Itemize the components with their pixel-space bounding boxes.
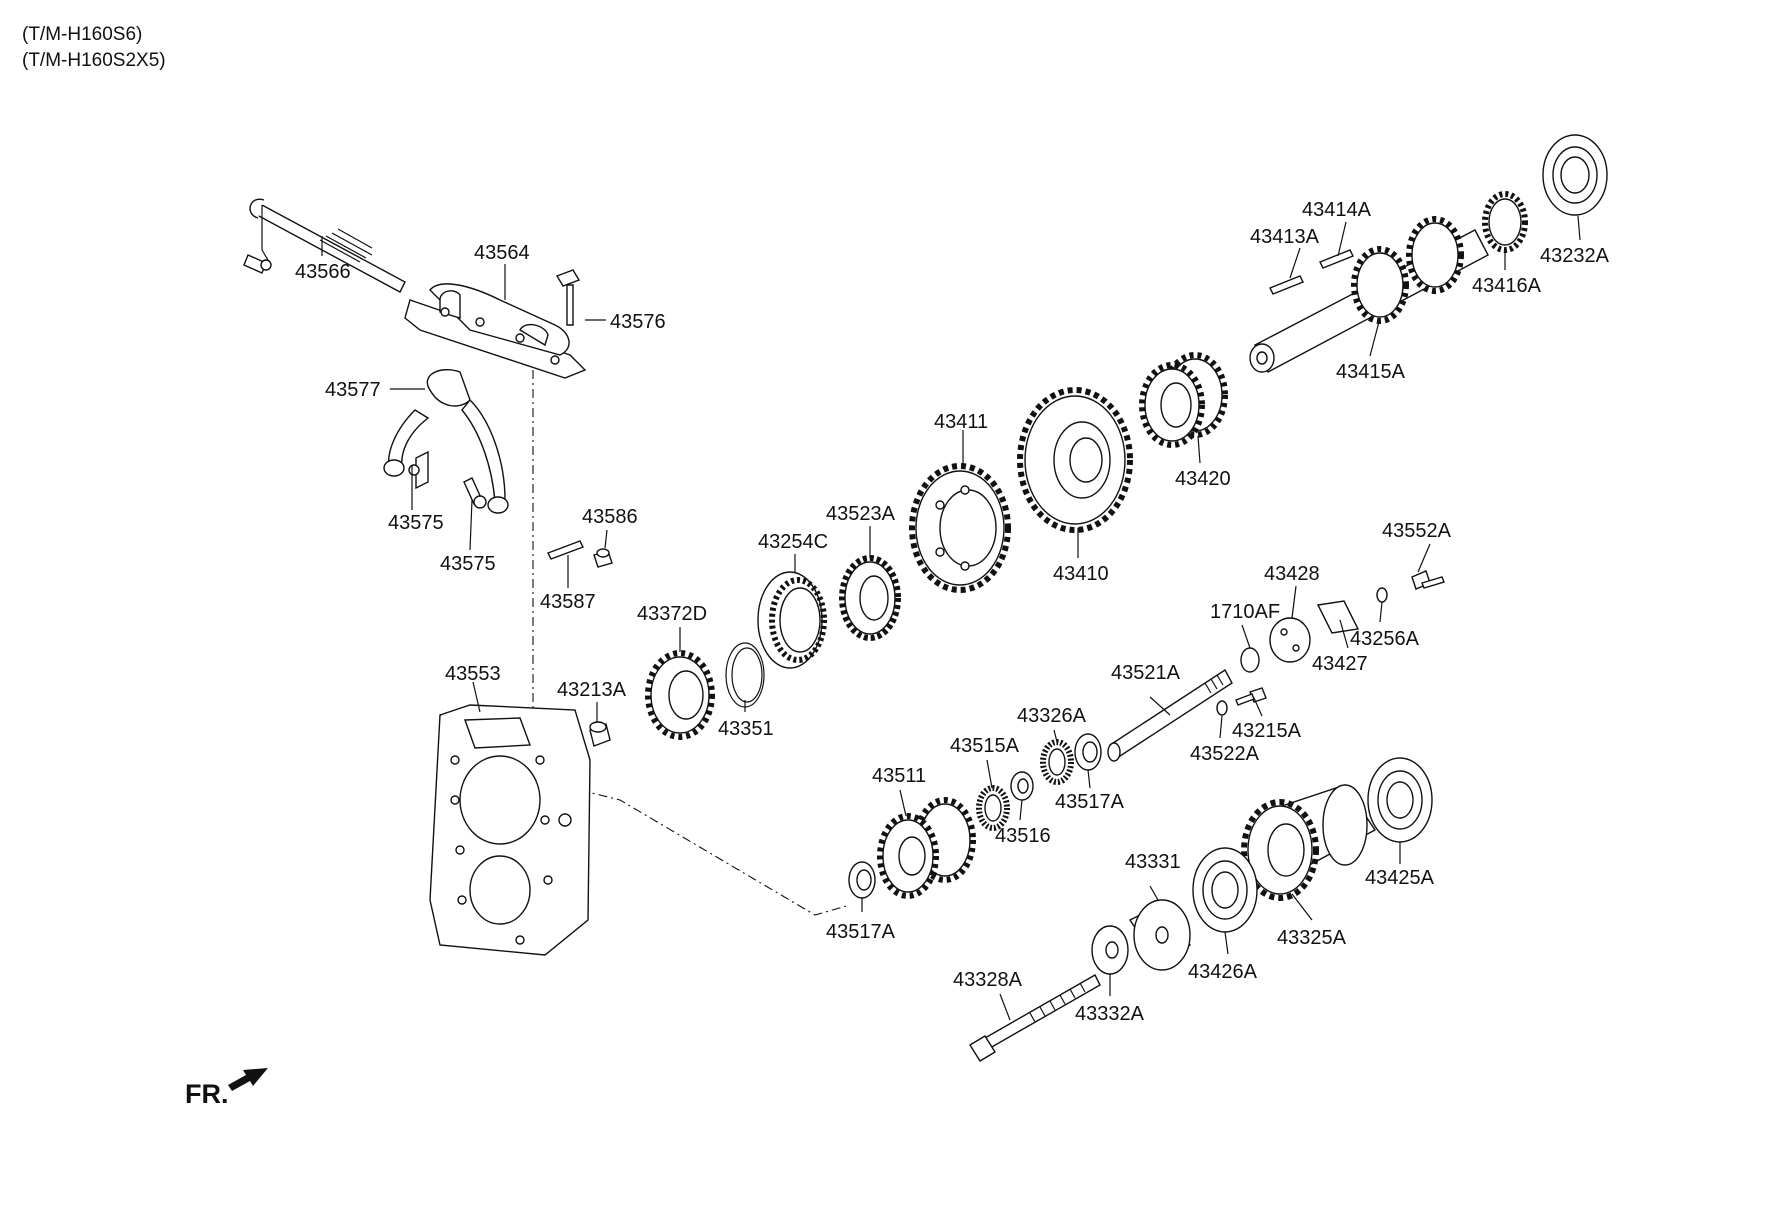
label-43416A[interactable]: 43416A xyxy=(1472,275,1542,297)
plate-43428[interactable] xyxy=(1269,617,1311,663)
label-43411[interactable]: 43411 xyxy=(934,411,988,433)
label-43517A-bottom[interactable]: 43517A xyxy=(826,921,896,943)
label-43576[interactable]: 43576 xyxy=(610,311,666,333)
label-43351[interactable]: 43351 xyxy=(718,718,774,740)
bolt-43576[interactable] xyxy=(555,269,581,326)
label-43420[interactable]: 43420 xyxy=(1175,468,1231,490)
label-43575-a[interactable]: 43575 xyxy=(388,512,444,534)
label-43410[interactable]: 43410 xyxy=(1053,563,1109,585)
plate-43427[interactable] xyxy=(1316,600,1360,634)
bearing-43232A[interactable] xyxy=(1542,134,1608,216)
label-43215A[interactable]: 43215A xyxy=(1232,720,1302,742)
label-43517A-top[interactable]: 43517A xyxy=(1055,791,1125,813)
idler-gear-43511[interactable] xyxy=(877,797,976,899)
label-43577[interactable]: 43577 xyxy=(325,379,381,401)
cover-43564[interactable] xyxy=(404,283,587,379)
key-43413A[interactable] xyxy=(1269,275,1304,295)
label-43426A[interactable]: 43426A xyxy=(1188,961,1258,983)
shift-fork-43577[interactable] xyxy=(383,369,509,514)
arrow-front-icon xyxy=(228,1068,268,1091)
needle-bearing-43326A[interactable] xyxy=(1040,739,1074,785)
bolt-43552A[interactable] xyxy=(1411,570,1445,590)
key-43414A[interactable] xyxy=(1319,249,1354,269)
label-43521A[interactable]: 43521A xyxy=(1111,662,1181,684)
oring-1710AF[interactable] xyxy=(1240,647,1260,673)
shift-lug-43575-b[interactable] xyxy=(463,477,487,509)
label-43213A[interactable]: 43213A xyxy=(557,679,627,701)
gear-43372D[interactable] xyxy=(645,650,715,740)
label-43413A[interactable]: 43413A xyxy=(1250,226,1320,248)
leader-lines xyxy=(321,215,1581,1021)
label-43522A[interactable]: 43522A xyxy=(1190,743,1260,765)
part-labels: 43566 43564 43576 43577 43575 43575 4358… xyxy=(295,199,1610,1025)
washer-43332A[interactable] xyxy=(1091,925,1129,975)
label-43415A[interactable]: 43415A xyxy=(1336,361,1406,383)
synchro-sleeve-43254C[interactable] xyxy=(757,571,827,669)
main-shaft-43415A[interactable] xyxy=(1249,216,1489,373)
label-43515A[interactable]: 43515A xyxy=(950,735,1020,757)
synchro-hub-43523A[interactable] xyxy=(839,555,901,641)
bearing-43425A[interactable] xyxy=(1367,757,1433,843)
bearing-43426A[interactable] xyxy=(1192,847,1258,933)
label-43425A[interactable]: 43425A xyxy=(1365,867,1435,889)
washer-43522A[interactable] xyxy=(1216,700,1228,716)
label-43427[interactable]: 43427 xyxy=(1312,653,1368,675)
washer-43517A-top[interactable] xyxy=(1074,733,1102,771)
gear-43410[interactable] xyxy=(1017,387,1133,533)
collar-43331[interactable] xyxy=(1128,899,1192,971)
pin-43587[interactable] xyxy=(547,540,584,560)
label-43325A[interactable]: 43325A xyxy=(1277,927,1347,949)
counter-gear-43325A[interactable] xyxy=(1241,784,1377,901)
label-43326A[interactable]: 43326A xyxy=(1017,705,1087,727)
label-43552A[interactable]: 43552A xyxy=(1382,520,1452,542)
spacer-43516[interactable] xyxy=(1010,771,1034,801)
label-43332A[interactable]: 43332A xyxy=(1075,1003,1145,1025)
shift-shaft-43566[interactable] xyxy=(243,198,406,293)
bolt-43215A[interactable] xyxy=(1235,687,1267,706)
label-43564[interactable]: 43564 xyxy=(474,242,530,264)
label-43587[interactable]: 43587 xyxy=(540,591,596,613)
label-43575-b[interactable]: 43575 xyxy=(440,553,496,575)
label-43328A[interactable]: 43328A xyxy=(953,969,1023,991)
label-43511[interactable]: 43511 xyxy=(872,765,926,787)
plug-43586[interactable] xyxy=(593,548,613,568)
washer-43517A-bottom[interactable] xyxy=(848,861,876,899)
model-code-1: (T/M-H160S6) xyxy=(22,24,142,45)
label-43232A[interactable]: 43232A xyxy=(1540,245,1610,267)
bolt-43328A[interactable] xyxy=(969,974,1101,1062)
label-43414A[interactable]: 43414A xyxy=(1302,199,1372,221)
label-43566[interactable]: 43566 xyxy=(295,261,351,283)
label-43372D[interactable]: 43372D xyxy=(637,603,707,625)
washer-43256A[interactable] xyxy=(1376,587,1388,603)
front-direction-marker: FR. xyxy=(185,1068,268,1109)
label-1710AF[interactable]: 1710AF xyxy=(1210,601,1280,623)
label-43254C[interactable]: 43254C xyxy=(758,531,828,553)
alignment-line-case xyxy=(579,789,851,916)
shaft-43521A[interactable] xyxy=(1107,668,1233,762)
transmission-case-43553[interactable] xyxy=(429,704,591,956)
label-43428[interactable]: 43428 xyxy=(1264,563,1320,585)
dowel-43213A[interactable] xyxy=(589,721,611,747)
ring-43416A[interactable] xyxy=(1482,191,1528,253)
gear-43411[interactable] xyxy=(909,463,1011,593)
label-43256A[interactable]: 43256A xyxy=(1350,628,1420,650)
gear-43420[interactable] xyxy=(1139,352,1228,448)
needle-bearing-43515A[interactable] xyxy=(976,785,1010,831)
label-43553[interactable]: 43553 xyxy=(445,663,501,685)
front-label: FR. xyxy=(185,1079,229,1109)
snap-ring-43351[interactable] xyxy=(725,642,765,708)
label-43586[interactable]: 43586 xyxy=(582,506,638,528)
model-code-2: (T/M-H160S2X5) xyxy=(22,50,166,71)
label-43331[interactable]: 43331 xyxy=(1125,851,1181,873)
label-43516[interactable]: 43516 xyxy=(995,825,1051,847)
label-43523A[interactable]: 43523A xyxy=(826,503,896,525)
